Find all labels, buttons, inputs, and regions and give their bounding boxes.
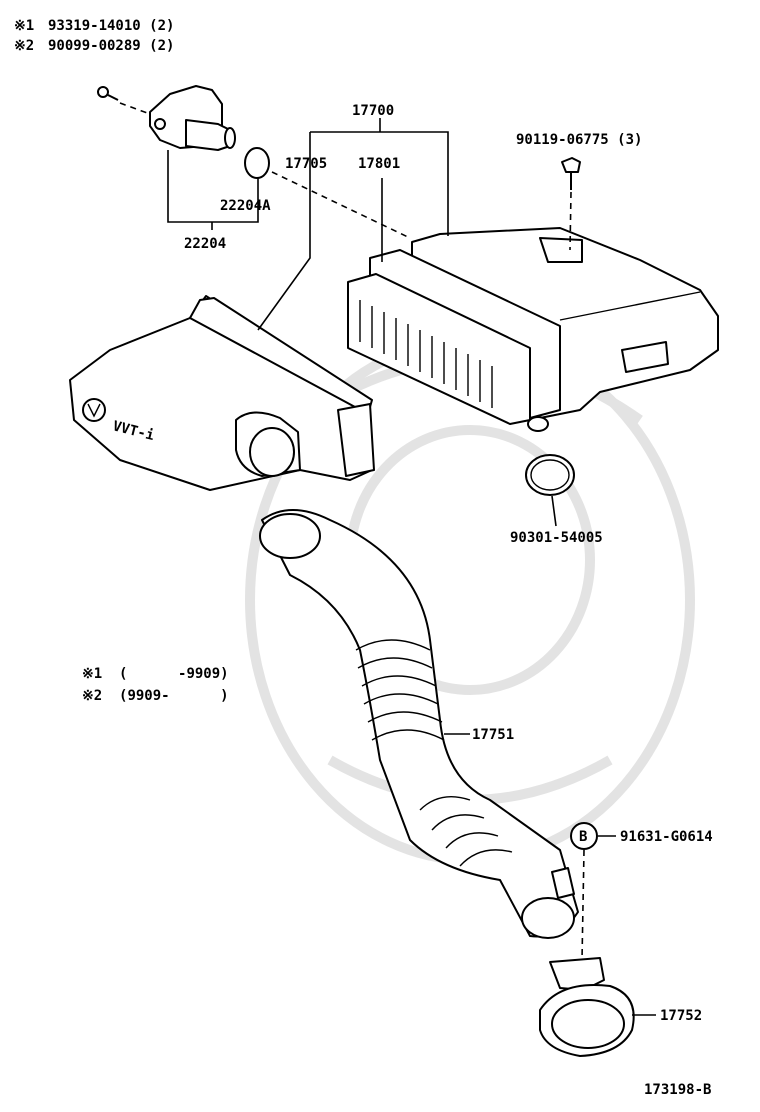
note-range1: ※1 ( -9909) (82, 666, 229, 682)
note-range2: ※2 (9909- ) (82, 688, 229, 704)
air-flow-meter (97, 85, 236, 151)
label-22204: 22204 (184, 236, 226, 252)
figure-id: 173198-B (644, 1082, 711, 1098)
callout-b-circle (570, 822, 598, 850)
reference-notes: ※1 93319-14010 (2) ※2 90099-00289 (2) (14, 18, 174, 54)
air-filter-element (347, 249, 561, 425)
leader-17700 (310, 131, 449, 236)
label-90119: 90119-06775 (3) (516, 132, 642, 148)
label-90301: 90301-54005 (510, 530, 603, 546)
date-range-notes: ※1 ( -9909) ※2 (9909- ) (82, 666, 229, 704)
label-17752: 17752 (660, 1008, 702, 1024)
note-ref2-part: 90099-00289 (2) (48, 38, 174, 54)
label-17700: 17700 (352, 103, 394, 119)
dashed-line-clip (581, 849, 585, 961)
leader-90301 (551, 495, 557, 527)
intake-hose (259, 509, 579, 939)
bolt-90119 (561, 157, 581, 190)
leader-22204 (167, 150, 259, 223)
o-ring-22204a (244, 147, 270, 179)
label-17751: 17751 (472, 727, 514, 743)
dashed-line-meter (119, 102, 151, 115)
dashed-line-oring (271, 171, 411, 239)
label-22204a: 22204A (220, 198, 271, 214)
dashed-line-bolt (569, 191, 572, 251)
note-ref2-mark: ※2 (14, 38, 34, 54)
label-17705: 17705 (285, 156, 327, 172)
air-duct-17752 (539, 957, 635, 1057)
leader-17705 (257, 132, 311, 331)
gasket-90301-inner (530, 459, 570, 491)
air-cleaner-case (411, 227, 719, 432)
note-ref1-mark: ※1 (14, 18, 34, 34)
note-ref1-part: 93319-14010 (2) (48, 18, 174, 34)
label-91631: 91631-G0614 (620, 829, 713, 845)
air-cleaner-cap (69, 295, 375, 491)
label-17801: 17801 (358, 156, 400, 172)
gasket-90301 (525, 454, 575, 496)
callout-b-letter: B (579, 829, 587, 845)
